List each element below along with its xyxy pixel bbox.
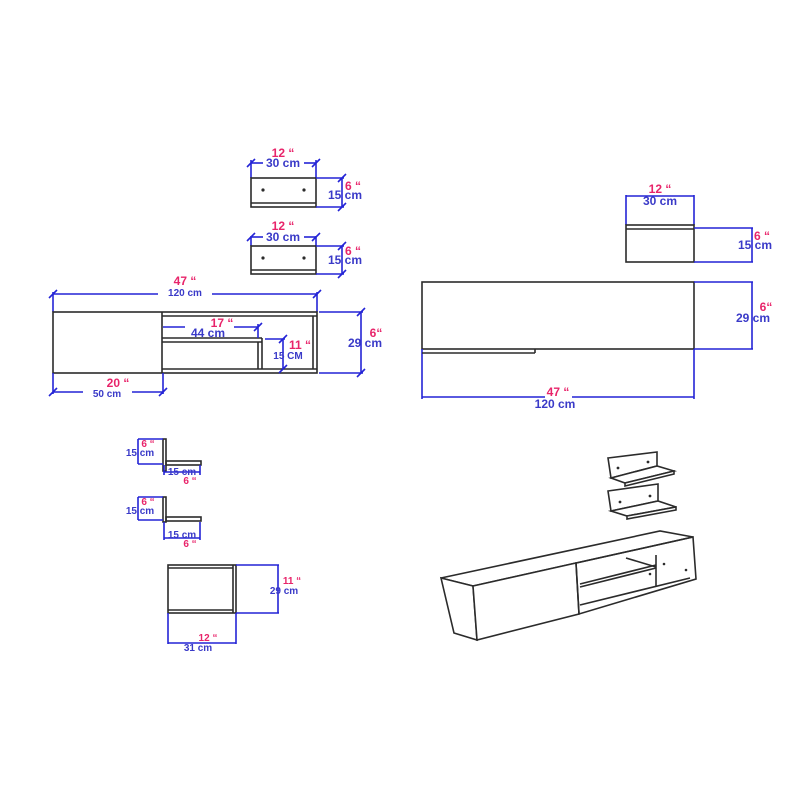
dim-label-cm: 29 cm: [270, 586, 298, 597]
dim-label-cm: 120 cm: [168, 288, 202, 299]
side-view-shelf-1: 6 “ 15 cm 15 cm 6 “: [126, 438, 202, 487]
dim-label-cm: 31 cm: [184, 643, 212, 654]
dim-label-in: 6 “: [345, 179, 361, 193]
dim-label-in: 11 “: [283, 576, 301, 587]
dim-label-in: 6“: [760, 300, 773, 314]
dim-label-cm: 15 CM: [273, 351, 302, 362]
dim-label-cm: 15 cm: [738, 238, 772, 252]
dim-label-cm: 15 cm: [168, 530, 196, 541]
dim-label-in: 11 “: [289, 338, 311, 352]
dim-label-cm: 29 cm: [736, 311, 770, 325]
dim-label-in: 12 “: [272, 146, 295, 160]
dim-label-in: 20 “: [107, 376, 130, 390]
side-view-unit: 11 “ 29 cm 12 “ 31 cm: [167, 564, 301, 654]
isometric-view: [439, 451, 697, 642]
dim-label-in: 47 “: [547, 385, 570, 399]
dim-label-in: 47 “: [174, 274, 197, 288]
dim-label-in: 6 “: [141, 497, 154, 508]
dim-label-cm: 30 cm: [643, 194, 677, 208]
front-shelf-2: 12 “ 30 cm 6 “ 15 cm: [246, 219, 362, 279]
dim-label-cm: 120 cm: [535, 397, 576, 411]
dim-label-in: 6 “: [345, 244, 361, 258]
dim-label-in: 6 “: [183, 476, 196, 487]
dim-label-cm: 15 cm: [126, 506, 154, 517]
dim-label-cm: 15 cm: [126, 448, 154, 459]
front-view-unit: 47 “ 120 cm 17 “ 44 cm 11 “ 15 CM 6“ 29 …: [48, 274, 383, 400]
front-shelf-1: 12 “ 30 cm 6 “ 15 cm: [246, 146, 362, 212]
dim-label-in: 6 “: [141, 439, 154, 450]
dim-label-cm: 15 cm: [168, 467, 196, 478]
dim-label-in: 12 “: [649, 182, 672, 196]
dim-label-cm: 30 cm: [266, 230, 300, 244]
dim-label-in: 6 “: [183, 539, 196, 550]
top-view-unit: 6“ 29 cm 47 “ 120 cm: [421, 281, 773, 411]
dim-label-in: 12 “: [199, 633, 218, 644]
dim-label-in: 17 “: [211, 316, 234, 330]
top-view-shelf: 12 “ 30 cm 6 “ 15 cm: [625, 182, 772, 263]
dim-label-cm: 30 cm: [266, 156, 300, 170]
dim-label-cm: 15 cm: [328, 188, 362, 202]
dim-label-cm: 29 cm: [348, 336, 382, 350]
dim-label-cm: 50 cm: [93, 389, 121, 400]
dim-label-in: 12 “: [272, 219, 295, 233]
side-view-shelf-2: 6 “ 15 cm 15 cm 6 “: [126, 496, 202, 550]
dim-label-in: 6 “: [754, 229, 770, 243]
dim-label-cm: 15 cm: [328, 253, 362, 267]
dim-label-cm: 44 cm: [191, 326, 225, 340]
dim-label-in: 6“: [370, 326, 383, 340]
